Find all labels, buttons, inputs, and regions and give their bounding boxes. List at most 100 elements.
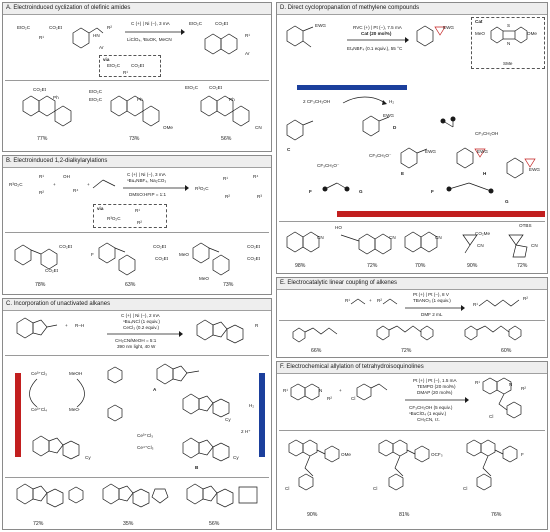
- d-cf3-h2o: 2 CF₃CH₂OH: [303, 99, 331, 104]
- d-example-3: [404, 231, 438, 253]
- b-condition-1: C (+) | Ni (−), 3 mA: [127, 172, 166, 177]
- e-reactant-alkene-2: [382, 298, 398, 305]
- d-cat-s: S: [507, 23, 511, 28]
- e-example-1: [292, 327, 338, 343]
- c-condition-1: C (+) | Ni (−), 2 mA: [121, 313, 160, 318]
- d-yield-2: 72%: [367, 263, 378, 269]
- f-ex3-cl: Cl: [463, 486, 468, 491]
- b-example-3: [192, 242, 230, 276]
- a-product-ester-left: EtO₂C: [189, 21, 203, 26]
- c-divider-1: [5, 355, 269, 356]
- d-e-ewg: EWG: [425, 149, 436, 154]
- f-example-2: [378, 439, 430, 491]
- d-label-g-2: G: [505, 199, 509, 204]
- b-ex2-ester-2: CO₂Et: [155, 256, 169, 261]
- d-cat-ome: OMe: [527, 31, 537, 36]
- b-ex3-meo-2: MeO: [199, 276, 209, 281]
- f-condition-1: Pt (+) | Pt (−), 1.5 mA: [413, 378, 457, 383]
- c-condition-3: CeCl₃ (0.2 equiv.): [123, 325, 159, 330]
- d-condition-1: RVC (+) | Pt (−), 7.5 mA: [353, 25, 402, 30]
- a-reactant-hn: HN: [93, 33, 100, 38]
- d-red-electrode: [337, 211, 545, 217]
- a-example-2: [110, 95, 160, 127]
- a-via-ester-left: EtO₂C: [107, 63, 121, 68]
- c-intermediate-b: [182, 437, 230, 462]
- c-yield-1: 72%: [33, 521, 44, 527]
- b-reactant-r2: R²: [39, 190, 44, 195]
- f-reactant-n: N: [319, 388, 323, 393]
- f-yield-3: 76%: [491, 512, 502, 518]
- a-product-structure: [204, 33, 238, 55]
- panel-b: B. Electroinduced 1,2-dialkylarylations …: [2, 155, 272, 295]
- f-reaction-arrow: [405, 397, 469, 403]
- b-ex2-ester-1: CO₂Et: [153, 244, 167, 249]
- c-ce3-left-top: Ce³⁺Cl₃: [31, 371, 48, 376]
- panel-f-title: F. Electrochemical allylation of tetrahy…: [277, 362, 547, 374]
- a-reactant-r1: R¹: [39, 35, 44, 40]
- c-cy-3: Cy: [85, 455, 91, 460]
- b-via-label: via: [97, 206, 104, 211]
- c-example-2: [102, 483, 169, 508]
- b-plus-2: +: [87, 182, 90, 187]
- c-label-b: B: [195, 465, 199, 470]
- c-ce4-mid: Ce⁴⁺Cl₃: [137, 445, 154, 450]
- c-product-mech: [32, 435, 80, 460]
- d-intermediate-h: [456, 147, 486, 169]
- f-reactant-pyrimidine: [356, 383, 388, 401]
- d-label-f-1: F: [309, 189, 312, 194]
- d-radical-s-1: [440, 116, 456, 128]
- b-reactant-oh: OH: [63, 174, 70, 179]
- b-product-r1: R¹: [223, 176, 228, 181]
- c-blue-electrode: [259, 373, 265, 457]
- d-label-c: C: [287, 147, 291, 152]
- f-ex1-cl: Cl: [285, 486, 290, 491]
- d-yield-3: 70%: [415, 263, 426, 269]
- e-yield-1: 66%: [311, 348, 322, 354]
- a-yield-2: 73%: [129, 136, 140, 142]
- c-cy-2: Cy: [233, 455, 239, 460]
- a-example-3: [200, 95, 250, 127]
- c-divider-2: [5, 477, 269, 478]
- c-h2: H₂: [249, 403, 255, 408]
- e-plus: +: [369, 298, 372, 303]
- c-ce3-mid: Ce³⁺Cl₃: [137, 433, 154, 438]
- a-reactant-r2: R²: [107, 25, 112, 30]
- d-intermediate-d: [362, 115, 390, 137]
- a-reaction-arrow: [125, 29, 185, 35]
- e-product-r2: R²: [523, 296, 528, 301]
- c-plus: +: [65, 323, 68, 328]
- a-reactant-ester-right: CO₂Et: [49, 25, 63, 30]
- d-example-2: [340, 233, 392, 255]
- c-meoh: MeOH: [69, 371, 83, 376]
- panel-d: D. Direct cyclopropanation of methylene …: [276, 2, 548, 274]
- c-intermediate-radical: [182, 393, 230, 418]
- a-reactant-ester-left: EtO₂C: [17, 25, 31, 30]
- panel-e-title: E. Electrocatalytic linear coupling of a…: [277, 278, 547, 290]
- b-yield-3: 73%: [223, 282, 234, 288]
- a-ex2-ester-2: EtO₂C: [89, 97, 103, 102]
- f-plus: +: [339, 388, 342, 393]
- d-cat-sme: SMe: [503, 61, 513, 66]
- e-product-chain: [478, 299, 520, 307]
- c-product-r: R: [255, 323, 259, 328]
- d-reactant-structure: [286, 25, 314, 48]
- a-divider: [5, 80, 269, 81]
- f-condition-3: DMAP (20 mol%): [417, 390, 453, 395]
- a-yield-3: 56%: [221, 136, 232, 142]
- a-example-1: [22, 95, 72, 127]
- c-yield-3: 56%: [209, 521, 220, 527]
- d-ex4-co2me: CO₂Me: [475, 231, 491, 236]
- e-reactant-alkene-1: [350, 298, 366, 305]
- c-cy-1: Cy: [225, 417, 231, 422]
- f-product-cl: Cl: [489, 414, 494, 419]
- f-reactant-r2: R²: [327, 396, 332, 401]
- d-example-4: [462, 234, 478, 254]
- b-example-1: [14, 244, 58, 270]
- b-product-r2: R²: [225, 194, 230, 199]
- b-plus-1: +: [53, 182, 56, 187]
- d-ex5-otbs: OTBS: [519, 223, 532, 228]
- a-ex3-ester-1: EtO₂C: [185, 85, 199, 90]
- c-example-3: [186, 483, 258, 508]
- d-ex3-cn: CN: [435, 235, 442, 240]
- f-ex2-cl: Cl: [373, 486, 378, 491]
